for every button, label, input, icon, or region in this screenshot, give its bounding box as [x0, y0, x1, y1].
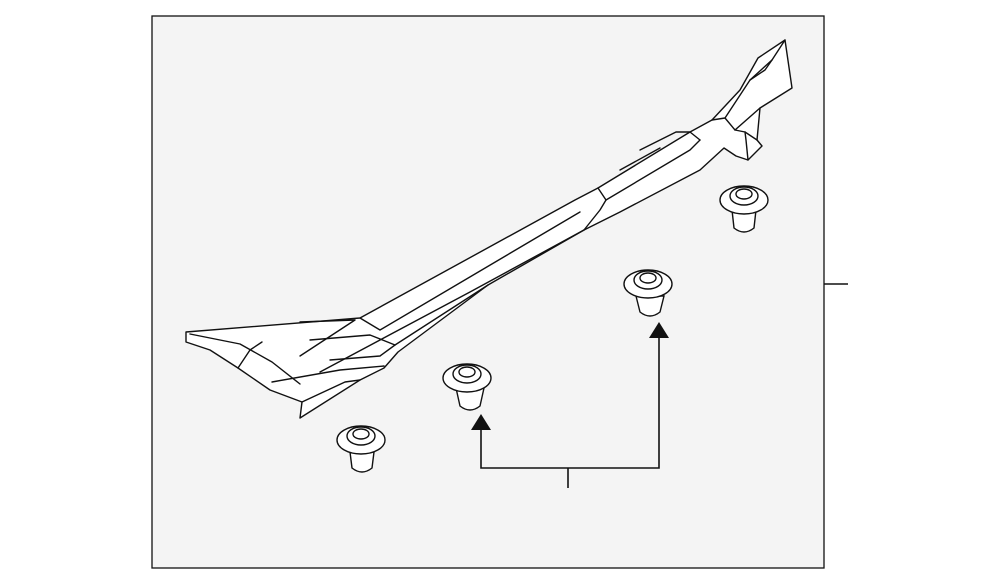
diagram-frame [151, 15, 825, 569]
cowl-trim-panel [185, 39, 793, 419]
arrow-up-icon [471, 414, 491, 430]
arrow-up-icon [649, 322, 669, 338]
clip-callout-bracket [480, 338, 660, 488]
retainer-clip [442, 363, 492, 411]
retainer-clip [719, 185, 769, 233]
retainer-clip [623, 269, 673, 317]
retainer-clip [336, 425, 386, 473]
